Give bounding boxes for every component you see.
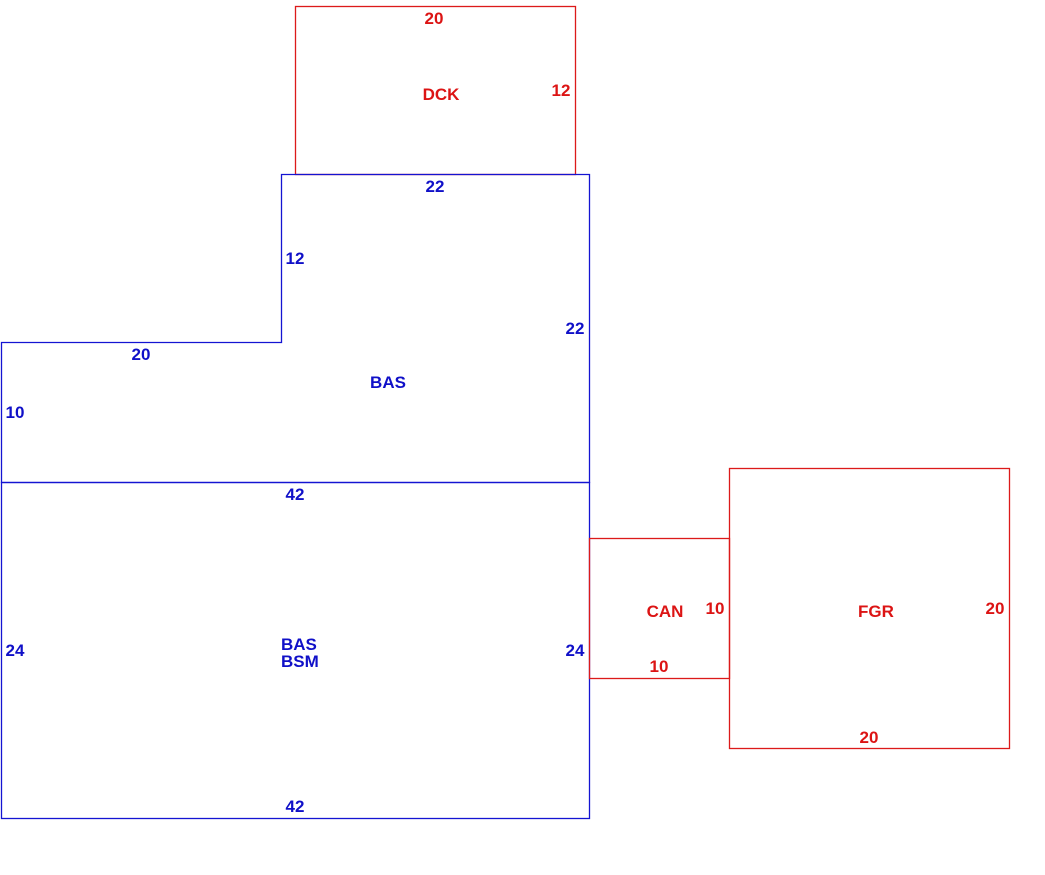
bas-bsm-label-bas: BAS xyxy=(281,635,317,654)
dck-dim-right: 12 xyxy=(552,81,571,100)
bas-bsm-dim-top: 42 xyxy=(286,485,305,504)
bas-upper-label: BAS xyxy=(370,373,406,392)
bas-bsm-label-bsm: BSM xyxy=(281,652,319,671)
fgr-dim-right: 20 xyxy=(986,599,1005,618)
can-dim-right: 10 xyxy=(706,599,725,618)
bas-upper-dim-step-top: 20 xyxy=(132,345,151,364)
can-dim-bottom: 10 xyxy=(650,657,669,676)
fgr-outline xyxy=(728,467,1011,750)
fgr-label: FGR xyxy=(858,602,894,621)
can-area: CAN 10 10 xyxy=(588,537,731,680)
bas-upper-dim-left: 10 xyxy=(6,403,25,422)
bas-bsm-dim-right: 24 xyxy=(566,641,585,660)
bas-bsm-dim-bottom: 42 xyxy=(286,797,305,816)
bas-bsm-area: BAS BSM 42 24 24 42 xyxy=(0,481,591,820)
can-label: CAN xyxy=(647,602,684,621)
bas-upper-dim-right: 22 xyxy=(566,319,585,338)
bas-upper-outline xyxy=(0,173,591,484)
dck-dim-top: 20 xyxy=(425,9,444,28)
dck-area: DCK 20 12 xyxy=(294,5,577,176)
bas-upper-dim-top: 22 xyxy=(426,177,445,196)
fgr-dim-bottom: 20 xyxy=(860,728,879,747)
dck-label: DCK xyxy=(423,85,461,104)
bas-bsm-dim-left: 24 xyxy=(6,641,25,660)
bas-upper-dim-inner-left: 12 xyxy=(286,249,305,268)
bas-upper-area: BAS 22 12 22 20 10 xyxy=(0,173,591,484)
fgr-area: FGR 20 20 xyxy=(728,467,1011,750)
